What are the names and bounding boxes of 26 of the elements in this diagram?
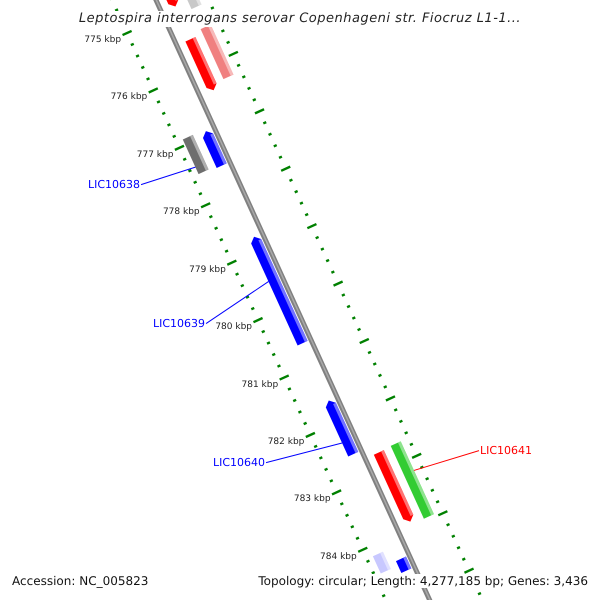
gene-bar [185, 0, 202, 10]
leader-line [140, 166, 196, 186]
scale-label: 780 kbp [215, 322, 252, 333]
leader-line [413, 450, 480, 471]
footer-text: Accession: NC_005823 [10, 574, 150, 588]
gene-label: LIC10639 [153, 317, 206, 330]
gene-bar [390, 441, 434, 519]
scale-label: 778 kbp [162, 207, 200, 218]
gene-bar [396, 556, 412, 573]
gene-bar [372, 552, 391, 574]
gene-label: LIC10638 [88, 178, 140, 192]
gene-label: LIC10641 [480, 444, 532, 458]
gene-bar [202, 131, 227, 168]
scale-label: 776 kbp [110, 92, 148, 104]
scale-label: 783 kbp [294, 494, 331, 506]
scale-label: 775 kbp [84, 34, 122, 46]
scale-label: 781 kbp [242, 380, 278, 390]
gene-label: LIC10640 [213, 456, 266, 470]
scale-label: 777 kbp [136, 150, 174, 161]
scale-label: 784 kbp [320, 552, 357, 563]
gene-bar [164, 0, 178, 7]
scale-label: 779 kbp [189, 264, 226, 276]
gene-bar [251, 236, 308, 346]
scale-label: 782 kbp [268, 436, 304, 448]
footer-text: Topology: circular; Length: 4,277,185 bp; Genes: 3,436 [256, 574, 590, 588]
gene-bar [326, 400, 358, 456]
